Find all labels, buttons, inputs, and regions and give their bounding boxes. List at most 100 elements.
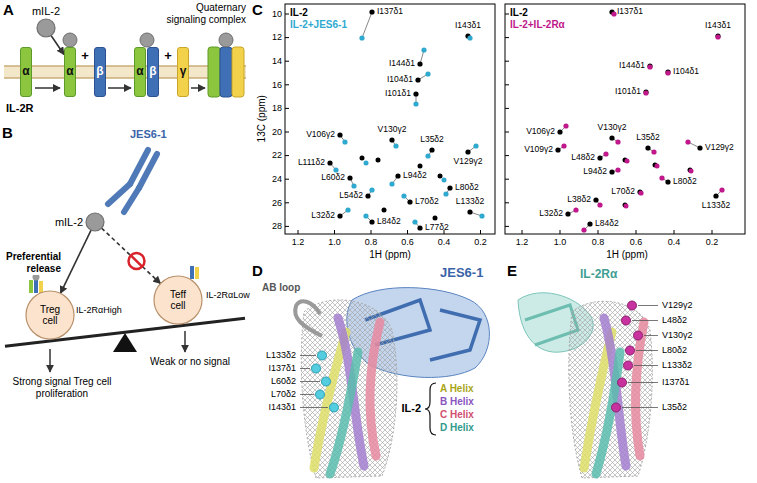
circle-shape <box>154 276 202 324</box>
peak-dot <box>473 143 478 148</box>
node-label: Treg cell <box>38 304 62 326</box>
peak-dot <box>467 209 472 214</box>
node-text-group: mIL-2 <box>55 216 83 228</box>
antibody-strand <box>430 310 480 360</box>
peak-label: L80δ2 <box>455 183 479 193</box>
edge-label: Preferential release <box>0 250 62 275</box>
peak-dot <box>413 101 418 106</box>
receptor-gamma: γ <box>177 47 189 97</box>
residue-label: L70δ2 <box>271 389 296 399</box>
peak-label: L32δ2 <box>539 209 563 219</box>
peak-dot <box>433 216 438 221</box>
tick-mark <box>285 37 289 38</box>
peak-label: V130γ2 <box>598 123 627 133</box>
leader-line <box>300 407 328 408</box>
peak-dot <box>337 132 342 137</box>
receptor-icon <box>195 267 199 279</box>
axis-tick: 1.0 <box>554 237 567 247</box>
bound-il2 <box>63 33 77 47</box>
residue-sphere <box>618 378 627 387</box>
step-arrow <box>35 87 60 89</box>
circle-shape <box>37 19 55 37</box>
receptor-label: IL-2Rα <box>580 268 617 282</box>
receptor-alpha: α <box>20 47 32 97</box>
receptor-alpha <box>208 47 220 97</box>
leader-line <box>622 407 658 408</box>
peak-dot <box>413 91 418 96</box>
node-text-group: Teff cell <box>166 289 190 311</box>
peak-label: L111δ2 <box>298 158 325 168</box>
peak-dot <box>713 193 718 198</box>
panel-letter: D <box>252 262 263 279</box>
peak-label: L35δ2 <box>636 133 660 143</box>
receptor-level: IL-2RαHigh <box>76 305 122 315</box>
peak-dot <box>557 129 562 134</box>
leader-line <box>632 320 658 321</box>
peak-dot <box>688 168 693 173</box>
peak-label: I104δ1 <box>387 75 413 85</box>
nmr-spectra <box>285 4 745 234</box>
plot-frame <box>505 4 745 234</box>
peak-dot <box>593 197 598 202</box>
panel-letter: B <box>2 124 13 141</box>
axis-tick: 28 <box>272 221 282 231</box>
ligand-circle: mIL-2 <box>37 19 55 37</box>
receptor-icon <box>29 280 33 293</box>
peak-dot <box>333 167 338 172</box>
receptor-level: IL-2RαLow <box>206 290 250 300</box>
peak-dot <box>369 9 374 14</box>
receptor-icon <box>34 280 38 293</box>
peak-dot <box>685 139 690 144</box>
peak-dot <box>438 174 443 179</box>
plot-frame <box>285 4 495 234</box>
peak-label: I137δ1 <box>377 7 403 17</box>
leader-line <box>300 368 310 369</box>
residue-label: L35δ2 <box>662 402 687 412</box>
node-label: mIL-2 <box>32 5 60 17</box>
residue-sphere <box>634 331 643 340</box>
peak-dot <box>643 90 648 95</box>
peak-dot <box>351 183 356 188</box>
peak-dot <box>647 63 652 68</box>
peak-dot <box>665 179 670 184</box>
legend-text: IL-2 <box>510 7 528 19</box>
tick-mark <box>522 230 523 234</box>
leader-line <box>628 382 658 383</box>
tick-mark <box>285 14 289 15</box>
leader-line <box>300 381 320 382</box>
residue-label: I143δ1 <box>268 402 296 412</box>
surface-mesh <box>301 300 397 478</box>
protein-label: IL-2 <box>401 402 421 415</box>
peak-dot <box>647 64 652 69</box>
tick-mark <box>371 230 372 234</box>
helix-c <box>636 322 644 456</box>
residue-sphere <box>330 403 339 412</box>
peak-label: L133δ2 <box>702 201 730 211</box>
leader-line <box>300 355 316 356</box>
antibody-chain <box>139 154 157 188</box>
leader-line <box>300 394 314 395</box>
peak-dot <box>393 143 398 148</box>
bound-il2 <box>140 33 154 47</box>
node-label: β <box>96 65 103 78</box>
peak-label: V106γ2 <box>526 127 555 137</box>
peak-label: V129γ2 <box>454 157 483 167</box>
node-text-group: α <box>22 65 29 78</box>
peak-label: V130γ2 <box>378 125 407 135</box>
peak-dot <box>659 175 664 180</box>
peak-label: L35δ2 <box>420 135 444 145</box>
tick-mark <box>480 230 481 234</box>
helix-legend: D Helix <box>440 422 474 434</box>
axis-tick: 24 <box>272 174 282 184</box>
peak-label: L94δ2 <box>403 171 427 181</box>
panel-letter: A <box>3 1 14 18</box>
peak-dot <box>565 211 570 216</box>
peak-label: L84δ2 <box>595 219 619 229</box>
residue-label: L60δ2 <box>271 376 296 386</box>
peak-dot <box>395 173 400 178</box>
tick-mark <box>285 132 289 133</box>
legend-text: IL-2+JES6-1 <box>290 19 347 31</box>
peak-dot <box>337 213 342 218</box>
receptor-beta: β <box>94 47 106 97</box>
